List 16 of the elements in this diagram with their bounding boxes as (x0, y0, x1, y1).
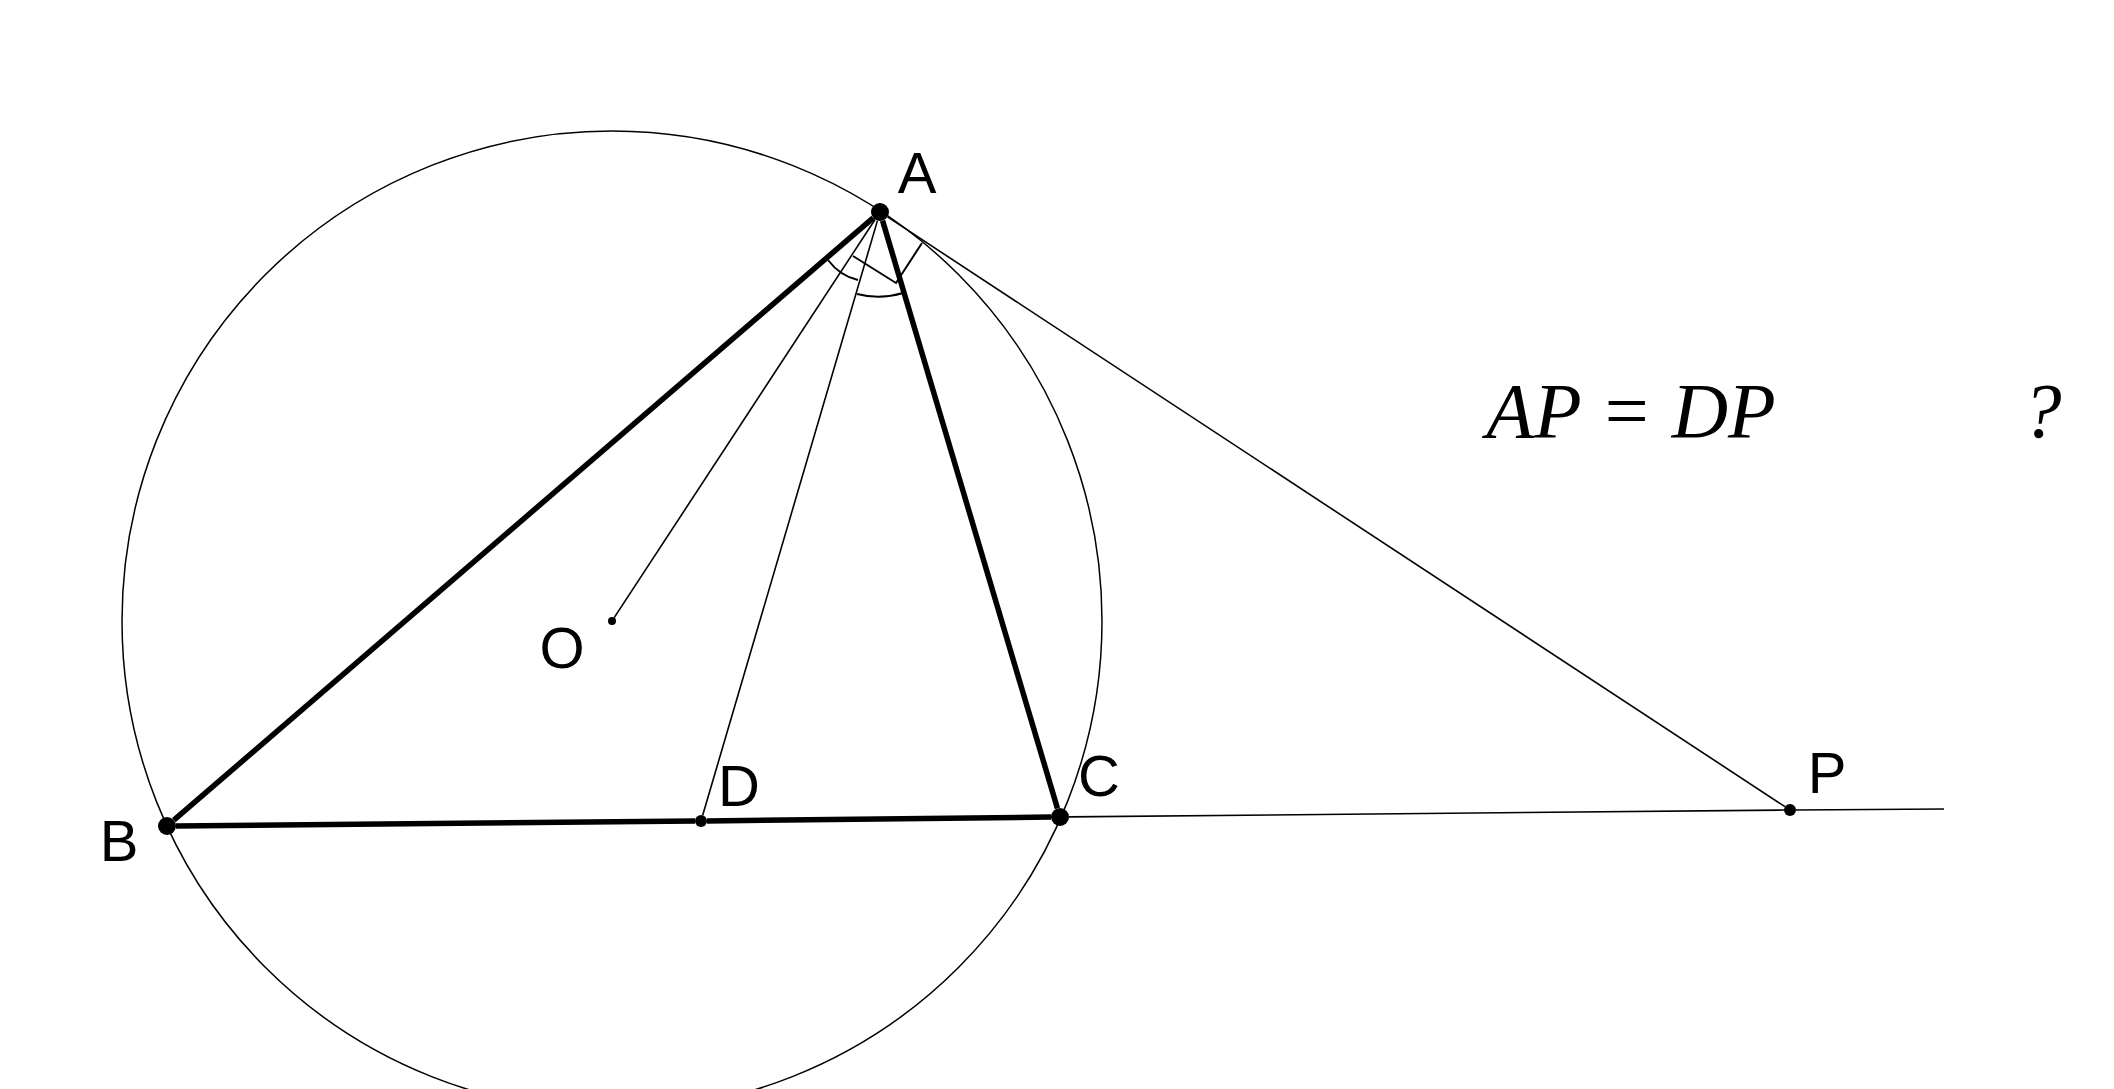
line-segment (701, 219, 879, 817)
labeled-point: A (871, 139, 937, 221)
labeled-point: B (99, 807, 176, 873)
line-segment (886, 216, 1786, 808)
line-segment (1068, 809, 1785, 818)
line-segment (175, 818, 696, 829)
line-segment (1795, 808, 1945, 811)
labeled-point: O (539, 614, 616, 680)
line-segment (172, 215, 875, 823)
labeled-point: D (695, 752, 760, 827)
line-segment (879, 219, 1061, 810)
equation-text: ? (2022, 372, 2062, 450)
line-segment (613, 218, 876, 619)
labeled-point: C (1051, 742, 1120, 826)
labeled-point: P (1784, 739, 1847, 816)
line-segment (706, 814, 1052, 824)
